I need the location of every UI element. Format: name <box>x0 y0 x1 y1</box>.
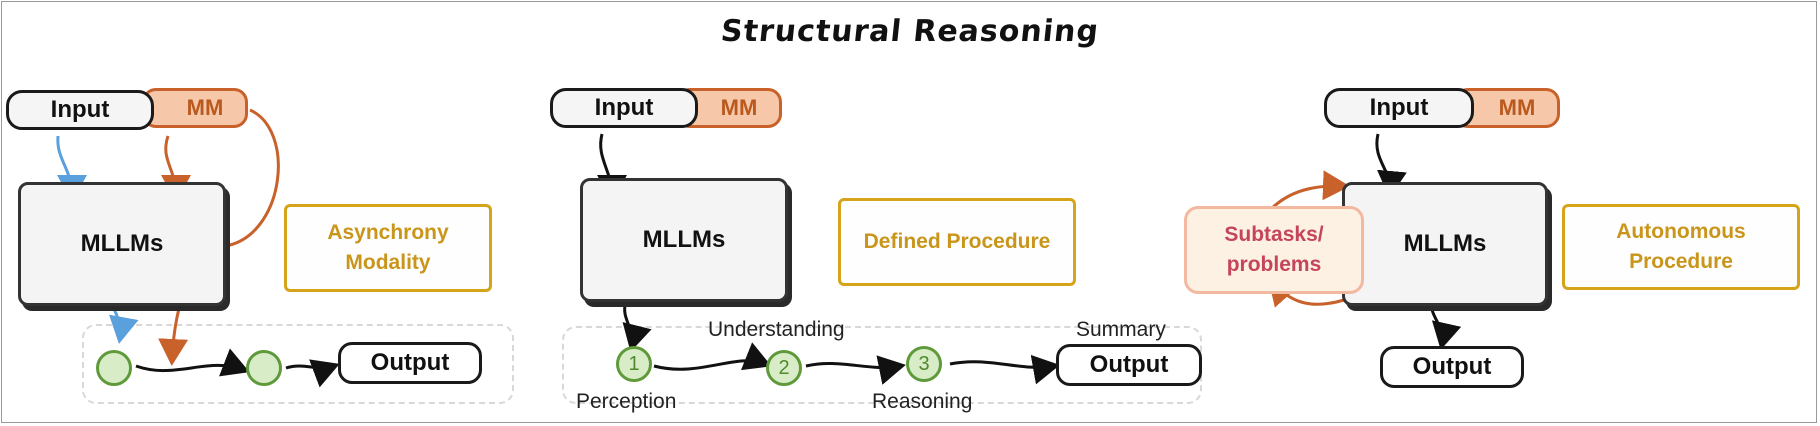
p1-input-pill: Input <box>6 90 154 130</box>
p2-input-pill: Input <box>550 88 698 128</box>
p2-step-label-reasoning: Reasoning <box>872 390 973 413</box>
p2-mllm-to-step1-arrow <box>622 301 652 352</box>
p3-mllms-box: MLLMs <box>1342 182 1548 306</box>
p1-mllms-box: MLLMs <box>18 182 226 306</box>
p2-step1-to-step2-arrow <box>653 342 772 371</box>
p1-mm-to-node-arrow <box>158 108 280 366</box>
p2-step-node-3: 3 <box>906 346 942 382</box>
p2-defined-procedure-tag: Defined Procedure <box>838 198 1076 286</box>
p3-subtask-to-mllm-arrow <box>1268 170 1350 212</box>
p2-step-label-understanding: Understanding <box>708 318 845 341</box>
p3-output-box: Output <box>1380 346 1524 388</box>
p2-step2-to-step3-arrow <box>805 355 906 385</box>
p1-output-region <box>82 324 514 404</box>
p2-output-box: Output <box>1056 344 1202 386</box>
p1-output-box: Output <box>338 342 482 384</box>
p1-asynchrony-modality-tag: Asynchrony Modality <box>284 204 492 292</box>
p3-subtasks-problems-box: Subtasks/ problems <box>1184 206 1364 294</box>
p3-autonomous-procedure-tag: Autonomous Procedure <box>1562 204 1800 290</box>
p2-mllms-box: MLLMs <box>580 178 788 302</box>
p1-node2-to-output-arrow <box>285 359 340 388</box>
p3-mllm-to-output-arrow <box>1429 299 1462 350</box>
p1-step-node-1 <box>96 350 132 386</box>
p1-step-node-2 <box>246 350 282 386</box>
p2-step-label-perception: Perception <box>576 390 677 413</box>
p2-step-node-1: 1 <box>616 346 652 382</box>
p3-input-pill: Input <box>1324 88 1474 128</box>
p1-node1-to-node2-arrow <box>135 348 250 377</box>
p2-step3-to-output-arrow <box>949 354 1060 385</box>
p2-output-summary-label: Summary <box>1076 318 1166 341</box>
p2-step-node-2: 2 <box>766 350 802 386</box>
p1-mm-pill: MM <box>142 88 248 128</box>
